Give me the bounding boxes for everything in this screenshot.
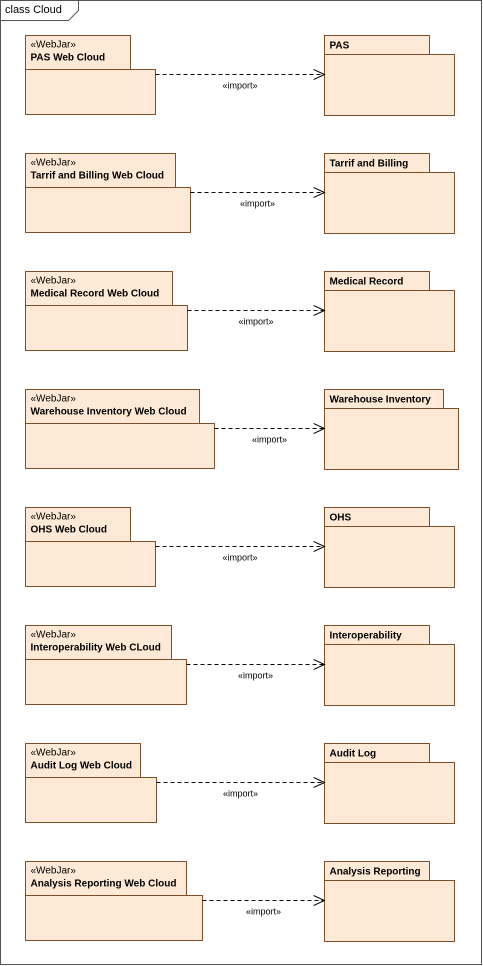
package-body — [25, 541, 156, 587]
package-name: PAS Web Cloud — [31, 53, 106, 64]
package-body — [25, 659, 187, 705]
dependency-label: «import» — [222, 81, 257, 91]
package-target-2[interactable]: Tarrif and Billing — [324, 153, 455, 234]
package-name: Tarrif and Billing Web Cloud — [31, 171, 165, 182]
import-dependency-4[interactable]: «import» — [214, 429, 325, 445]
package-name: Tarrif and Billing — [330, 159, 409, 170]
package-source-4[interactable]: «WebJar» Warehouse Inventory Web Cloud — [25, 389, 215, 469]
package-source-2[interactable]: «WebJar» Tarrif and Billing Web Cloud — [25, 153, 191, 233]
package-body — [324, 644, 455, 706]
stereotype-label: «WebJar» — [31, 748, 77, 759]
package-name: Audit Log — [330, 749, 377, 760]
frame-title: class Cloud — [5, 4, 62, 16]
dependency-label: «import» — [223, 789, 258, 799]
package-body — [324, 408, 459, 470]
stereotype-label: «WebJar» — [31, 276, 77, 287]
package-body — [324, 290, 455, 352]
package-target-5[interactable]: OHS — [324, 507, 455, 588]
package-body — [324, 172, 455, 234]
package-name: OHS — [330, 513, 352, 524]
dependency-label: «import» — [222, 553, 257, 563]
package-target-1[interactable]: PAS — [324, 35, 455, 116]
package-body — [25, 895, 203, 941]
package-target-7[interactable]: Audit Log — [324, 743, 455, 824]
dependency-label: «import» — [238, 317, 273, 327]
stereotype-label: «WebJar» — [31, 512, 77, 523]
import-dependency-2[interactable]: «import» — [190, 193, 325, 209]
package-tab — [25, 625, 172, 660]
package-tab — [25, 35, 131, 70]
package-body — [25, 187, 191, 233]
dependency-label: «import» — [240, 199, 275, 209]
package-body — [25, 69, 156, 115]
dependency-label: «import» — [238, 671, 273, 681]
stereotype-label: «WebJar» — [31, 630, 77, 641]
package-body — [324, 526, 455, 588]
package-body — [324, 762, 455, 824]
package-body — [324, 880, 455, 942]
package-name: PAS — [330, 41, 350, 52]
package-target-6[interactable]: Interoperability — [324, 625, 455, 706]
import-dependency-8[interactable]: «import» — [202, 901, 325, 917]
package-name: Interoperability — [330, 631, 403, 642]
package-source-7[interactable]: «WebJar» Audit Log Web Cloud — [25, 743, 157, 823]
package-name: Analysis Reporting Web Cloud — [31, 879, 177, 890]
package-tab — [25, 389, 200, 424]
import-dependency-1[interactable]: «import» — [155, 75, 325, 91]
package-body — [25, 423, 215, 469]
package-name: Medical Record Web Cloud — [31, 289, 160, 300]
package-body — [25, 777, 157, 823]
package-target-8[interactable]: Analysis Reporting — [324, 861, 455, 942]
package-tab — [25, 507, 131, 542]
package-name: Warehouse Inventory Web Cloud — [31, 407, 187, 418]
package-body — [324, 54, 455, 116]
dependency-label: «import» — [246, 907, 281, 917]
package-name: Audit Log Web Cloud — [31, 761, 132, 772]
package-tab — [25, 743, 141, 778]
package-source-8[interactable]: «WebJar» Analysis Reporting Web Cloud — [25, 861, 203, 941]
package-source-5[interactable]: «WebJar» OHS Web Cloud — [25, 507, 156, 587]
package-source-1[interactable]: «WebJar» PAS Web Cloud — [25, 35, 156, 115]
stereotype-label: «WebJar» — [31, 866, 77, 877]
package-target-3[interactable]: Medical Record — [324, 271, 455, 352]
package-body — [25, 305, 188, 351]
package-source-3[interactable]: «WebJar» Medical Record Web Cloud — [25, 271, 188, 351]
stereotype-label: «WebJar» — [31, 40, 77, 51]
import-dependency-7[interactable]: «import» — [156, 783, 325, 799]
import-dependency-6[interactable]: «import» — [186, 665, 325, 681]
stereotype-label: «WebJar» — [31, 394, 77, 405]
stereotype-label: «WebJar» — [31, 158, 77, 169]
import-dependency-3[interactable]: «import» — [187, 311, 325, 327]
package-name: Analysis Reporting — [330, 867, 421, 878]
package-source-6[interactable]: «WebJar» Interoperability Web CLoud — [25, 625, 187, 705]
import-dependency-5[interactable]: «import» — [155, 547, 325, 563]
package-name: Medical Record — [330, 277, 404, 288]
package-name: Interoperability Web CLoud — [31, 643, 161, 654]
dependency-label: «import» — [252, 435, 287, 445]
package-name: OHS Web Cloud — [31, 525, 107, 536]
package-target-4[interactable]: Warehouse Inventory — [324, 389, 459, 470]
package-name: Warehouse Inventory — [330, 395, 432, 406]
